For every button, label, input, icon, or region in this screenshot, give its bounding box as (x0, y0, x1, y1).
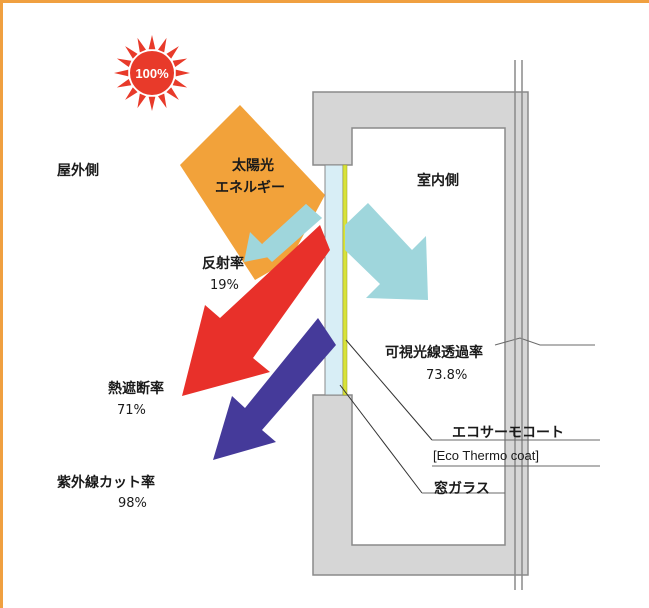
sun-ray (125, 46, 138, 59)
visible-transmittance-arrow (345, 203, 428, 300)
sun-ray (137, 93, 146, 109)
uv-cut-arrow (213, 318, 336, 460)
coating-leader (345, 339, 433, 441)
sun-ray (175, 69, 190, 77)
glass-leader (339, 384, 423, 494)
uv-cut-label: 紫外線カット率 (57, 475, 155, 491)
sun-ray (158, 37, 167, 53)
sun-ray (114, 69, 129, 77)
sun-icon (114, 35, 190, 111)
heat-shielding-value: 71% (117, 403, 146, 418)
uv-cut-value: 98% (118, 496, 147, 511)
sun-ray (116, 79, 132, 88)
sun-ray (172, 79, 188, 88)
sun-ray (125, 87, 138, 100)
visible-transmittance-label: 可視光線透過率 (385, 345, 483, 361)
solar-energy-label-1: 太陽光 (232, 158, 274, 174)
visible-transmittance-value: 73.8% (426, 368, 468, 383)
sun-ray (116, 58, 132, 67)
sun-ray (137, 37, 146, 53)
sun-ray (166, 46, 179, 59)
window-glass-label: 窓ガラス (434, 481, 490, 497)
wall-structure (312, 91, 529, 576)
reflectance-value: 19% (210, 278, 239, 293)
sun-ray (166, 87, 179, 100)
solar-energy-label-2: エネルギー (215, 180, 285, 196)
reflectance-arrow-body (258, 204, 322, 262)
sun-ray (172, 58, 188, 67)
sun-ray (158, 93, 167, 109)
coating-label-en: [Eco Thermo coat] (433, 448, 539, 463)
indoor-label: 室内側 (417, 173, 459, 189)
sun-disc (130, 51, 174, 95)
break-line (494, 337, 595, 346)
sun-percent: 100% (135, 66, 169, 81)
coating-label-jp: エコサーモコート (452, 425, 564, 441)
wall-top (312, 91, 529, 576)
reflectance-label: 反射率 (202, 256, 244, 272)
sun-ray (148, 96, 156, 111)
heat-shielding-label: 熱遮断率 (108, 381, 164, 397)
coating-film (342, 164, 348, 396)
heat-shielding-arrow (182, 225, 330, 396)
window-glass-pane (324, 164, 344, 396)
sun-ray (148, 35, 156, 50)
outdoor-label: 屋外側 (57, 163, 99, 179)
